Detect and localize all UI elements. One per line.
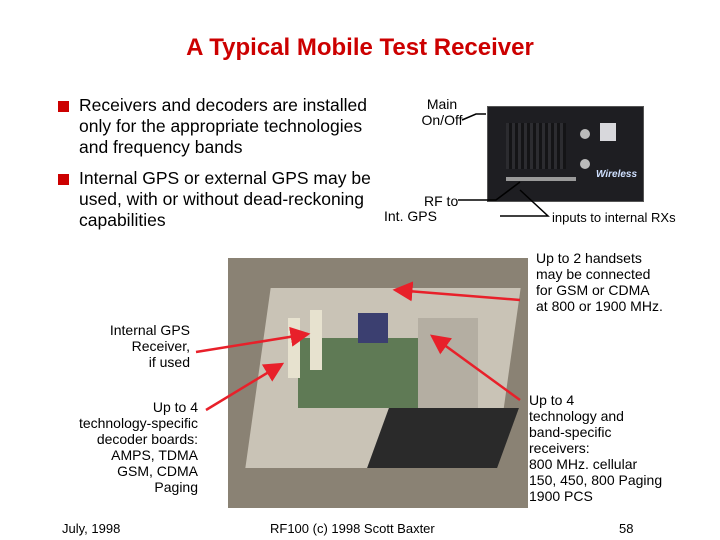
bullet-2-line-1: Internal GPS or external GPS may be (79, 168, 371, 188)
handsets-line: for GSM or CDMA (536, 282, 650, 298)
bullet-2-text: Internal GPS or external GPS may be used… (79, 168, 371, 231)
decoder-card (310, 310, 322, 370)
rf-leader-line (458, 181, 521, 201)
internal-gps-line: Receiver, (131, 338, 190, 354)
int-gps-label: Int. GPS (384, 208, 437, 224)
internal-gps-line: Internal GPS (109, 322, 190, 338)
receivers-line: receivers: (529, 440, 590, 456)
status-panel (600, 123, 616, 141)
decoders-callout: Up to 4 technology-specific decoder boar… (46, 399, 198, 495)
decoders-line: AMPS, TDMA (111, 447, 198, 463)
bullet-2-line-2: used, with or without dead-reckoning (79, 189, 365, 209)
receivers-line: 150, 450, 800 Paging (529, 472, 663, 488)
onoff-leader-line (461, 113, 486, 121)
rf-to-label: RF to (424, 193, 459, 209)
decoders-arrow (205, 362, 285, 412)
bullet-marker (58, 174, 69, 185)
receiver-front-photo: Wireless (487, 106, 644, 202)
inputs-label: inputs to internal RXs (552, 210, 676, 225)
device-brand-label: Wireless (596, 169, 638, 180)
decoders-line: technology-specific (78, 415, 198, 431)
internal-gps-callout: Internal GPS Receiver, if used (70, 322, 190, 370)
internal-gps-line: if used (148, 354, 190, 370)
main-onoff-label: Main On/Off (412, 96, 472, 128)
bullet-1-line-3: and frequency bands (79, 137, 243, 157)
main-label: Main (426, 96, 458, 112)
bullet-1-text: Receivers and decoders are installed onl… (79, 95, 367, 158)
receivers-arrow (429, 334, 521, 402)
receivers-line: 800 MHz. cellular (529, 456, 638, 472)
slide-title: A Typical Mobile Test Receiver (186, 34, 534, 61)
handsets-line: may be connected (536, 266, 651, 282)
footer-date: July, 1998 (62, 521, 121, 536)
gps-module (358, 313, 388, 343)
inputs-leader-line (500, 189, 550, 217)
receivers-line: 1900 PCS (529, 488, 593, 504)
receivers-callout: Up to 4 technology and band-specific rec… (529, 392, 662, 504)
internal-gps-arrow (195, 326, 311, 354)
bullet-marker (58, 101, 69, 112)
receivers-line: technology and (529, 408, 624, 424)
front-slot (506, 177, 576, 181)
handsets-callout: Up to 2 handsets may be connected for GS… (536, 250, 663, 314)
footer-center: RF100 (c) 1998 Scott Baxter (270, 521, 435, 536)
bullet-1-line-1: Receivers and decoders are installed (79, 95, 367, 115)
decoders-line: decoder boards: (96, 431, 198, 447)
knob (580, 129, 590, 139)
onoff-label: On/Off (421, 112, 463, 128)
decoders-line: Paging (154, 479, 198, 495)
bullet-2-line-3: capabilities (79, 210, 166, 230)
handsets-arrow (392, 281, 521, 302)
receivers-line: Up to 4 (529, 392, 575, 408)
bullet-1-line-2: only for the appropriate technologies (79, 116, 363, 136)
front-vent-grille (506, 123, 566, 169)
footer-page-number: 58 (619, 521, 634, 536)
decoders-line: Up to 4 (152, 399, 198, 415)
decoders-line: GSM, CDMA (117, 463, 198, 479)
handsets-line: Up to 2 handsets (536, 250, 642, 266)
handsets-line: at 800 or 1900 MHz. (536, 298, 663, 314)
receivers-line: band-specific (529, 424, 612, 440)
knob (580, 159, 590, 169)
